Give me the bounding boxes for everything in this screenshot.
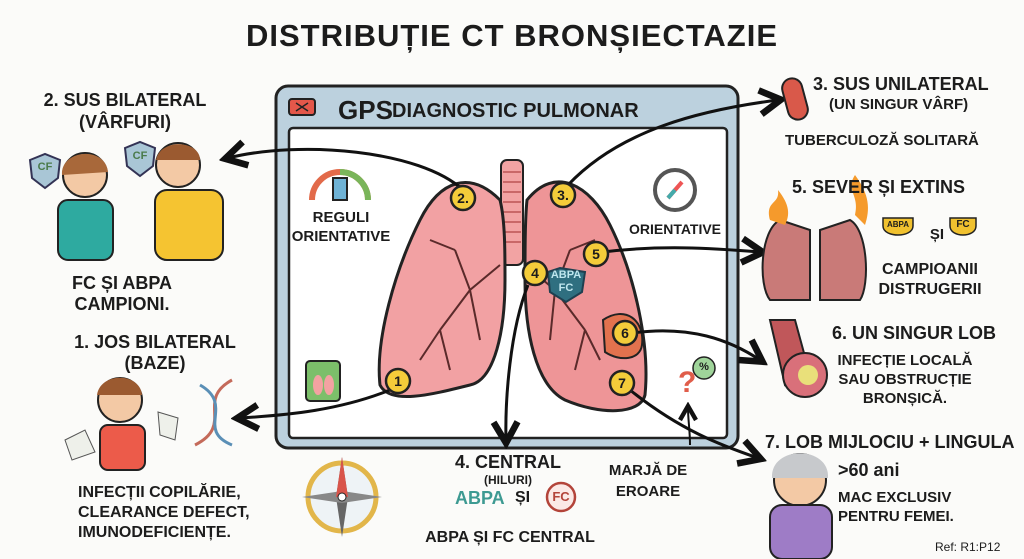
marker-7: 7 (618, 375, 626, 391)
percent-badge: % (699, 361, 709, 373)
page-title: DISTRIBUȚIE CT BRONȘIECTAZIE (245, 18, 779, 53)
section-6-text-3: BRONȘICĂ. (862, 390, 948, 407)
section-1-text-2: CLEARANCE DEFECT, (78, 504, 250, 521)
section-2-heading: 2. SUS BILATERAL (43, 90, 207, 110)
lung-thumbnail-icon (305, 360, 341, 402)
svg-text:?: ? (678, 366, 696, 399)
section-4-abpa: ABPA (455, 488, 505, 508)
section-5-text-1: CAMPIOANII (882, 261, 978, 278)
fc-circle-icon (545, 481, 577, 513)
section-5-text-2: DISTRUGERII (878, 281, 982, 298)
section-6-text-2: SAU OBSTRUCȚIE (838, 371, 972, 388)
section-3-heading: 3. SUS UNILATERAL (813, 74, 989, 94)
section-4-sub: (HILURI) (484, 473, 532, 487)
section-4-heading: 4. CENTRAL (454, 452, 562, 472)
section-4-text: ABPA ȘI FC CENTRAL (425, 529, 595, 546)
section-5-and: ȘI (929, 226, 945, 243)
shield-bottom-text: FC (558, 282, 574, 294)
burning-lungs-illustration (761, 175, 868, 301)
section-2-text-2: CAMPIONI. (74, 294, 170, 314)
reference-label: Ref: R1:P12 (935, 540, 1001, 554)
compass-rose-icon (302, 457, 382, 537)
section-7-text-1: MAC EXCLUSIV (838, 489, 952, 506)
marker-5: 5 (592, 246, 600, 262)
section-5-heading: 5. SEVER ȘI EXTINS (792, 177, 966, 197)
section-7-heading: 7. LOB MIJLOCIU + LINGULA (765, 432, 1015, 452)
trophy-icons (882, 217, 977, 236)
window-title-gps: GPS (338, 95, 393, 125)
compass-icon (653, 168, 697, 212)
trophy-abpa-label: ABPA (886, 220, 910, 229)
marker-6: 6 (621, 325, 629, 341)
bacterium-icon (781, 77, 809, 121)
marker-3: 3. (557, 187, 569, 203)
marker-4: 4 (531, 265, 539, 281)
section-1-text-3: IMUNODEFICIENȚE. (78, 524, 231, 541)
connector-arrows (228, 100, 778, 458)
marker-2: 2. (457, 190, 469, 206)
marker-1: 1 (394, 373, 402, 389)
section-3-sub: (UN SINGUR VÂRF) (829, 96, 969, 113)
window-title: DIAGNOSTIC PULMONAR (392, 100, 639, 122)
question-mark-icon: ? (678, 356, 716, 399)
lungs-illustration (377, 159, 648, 413)
section-3-text: TUBERCULOZĂ SOLITARĂ (785, 132, 979, 149)
section-7-text-2: PENTRU FEMEI. (838, 508, 954, 525)
rules-label-2: ORIENTATIVE (291, 228, 391, 245)
dna-icon (194, 378, 233, 447)
section-6-heading: 6. UN SINGUR LOB (832, 323, 997, 343)
section-4-fc: FC (552, 489, 570, 504)
child-with-tissues-illustration (64, 377, 179, 471)
trophy-fc-label: FC (956, 219, 970, 230)
section-1-heading: 1. JOS BILATERAL (74, 332, 236, 352)
section-2-text-1: FC ȘI ABPA (71, 273, 173, 293)
section-1-sub: (BAZE) (124, 353, 186, 373)
elderly-woman-illustration (769, 453, 833, 559)
rules-label-1: REGULI (312, 209, 370, 226)
section-4-and: ȘI (515, 489, 531, 506)
margin-of-error-2: EROARE (615, 483, 681, 500)
compass-label: ORIENTATIVE (628, 221, 722, 237)
zone-markers (384, 181, 639, 397)
section-7-age: >60 ani (838, 460, 900, 480)
coughing-people-illustration (28, 140, 224, 261)
cf-badge-1: CF (37, 161, 53, 173)
section-2-sub: (VÂRFURI) (79, 112, 171, 132)
shield-top-text: ABPA (550, 269, 582, 281)
section-6-text-1: INFECȚIE LOCALĂ (837, 352, 973, 369)
rules-gauge-icon (309, 169, 371, 201)
cf-badge-2: CF (132, 150, 148, 162)
section-1-text-1: INFECȚII COPILĂRIE, (78, 484, 241, 501)
margin-of-error-1: MARJĂ DE (608, 462, 688, 479)
obstructed-bronchus-illustration (768, 319, 828, 398)
